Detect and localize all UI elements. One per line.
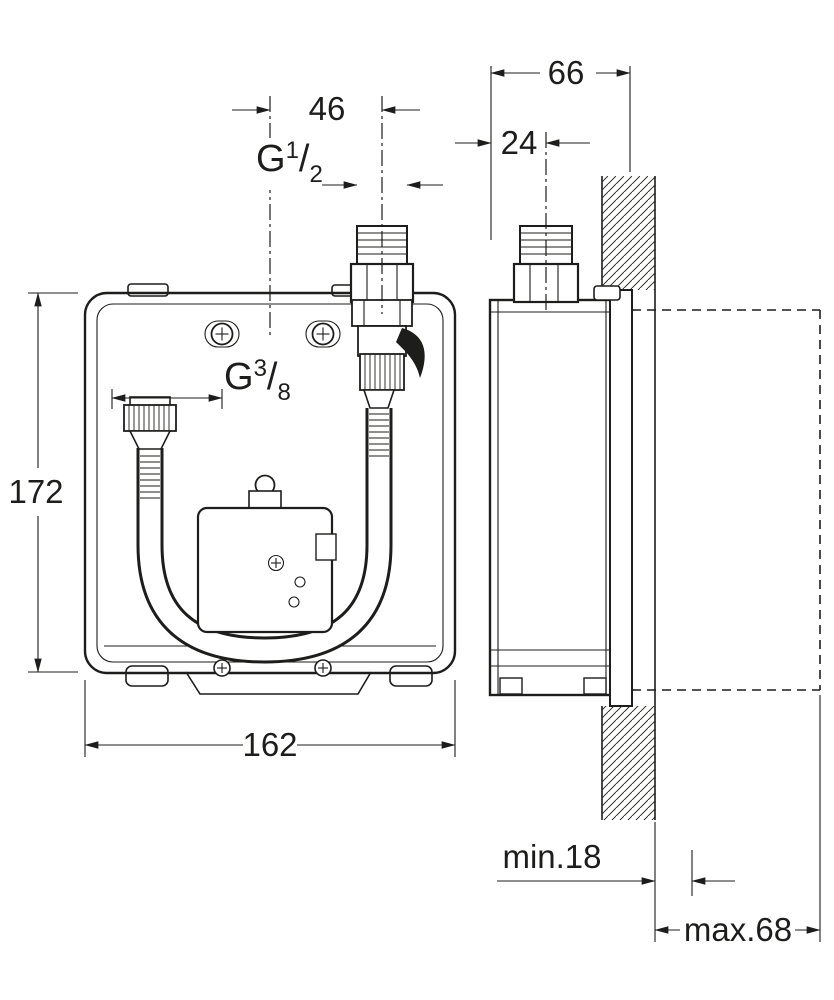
control-unit — [196, 474, 337, 634]
dim-162-label: 162 — [242, 726, 297, 763]
mounting-flange — [609, 289, 633, 707]
mounting-box-side — [488, 285, 633, 707]
valve-taper — [362, 389, 396, 409]
label-mask — [248, 138, 352, 190]
thread-inlet-label: G3/8 — [224, 355, 291, 406]
valve-nut — [359, 353, 405, 391]
clip-bracket — [248, 490, 282, 510]
mounting-screw-top-right — [305, 320, 341, 348]
dim-min-label: min.18 — [502, 838, 601, 875]
bottom-tab-right — [389, 665, 433, 687]
dimension-46: 46 — [232, 90, 420, 127]
dim-46-label: 46 — [309, 90, 346, 127]
dimension-min18: min.18 — [497, 822, 735, 942]
mounting-screw-top-left — [204, 320, 240, 348]
dim-66-label: 66 — [548, 54, 585, 91]
wall-hatch-bottom — [602, 706, 655, 820]
control-detail-hole — [294, 576, 306, 588]
control-screw — [267, 554, 285, 572]
pipe-connection-side — [512, 132, 580, 312]
dimension-g12-thread: G1/2 — [248, 137, 443, 190]
wall-hatch-top — [602, 176, 655, 290]
control-detail-hole — [288, 596, 300, 608]
dimension-162: 162 — [84, 680, 456, 763]
dimension-max68: max.68 — [654, 695, 821, 948]
centerlines — [269, 96, 383, 336]
front-view: 46 G1/2 G3/8 172 — [8, 90, 457, 763]
hose-braid-ticks-right — [369, 413, 389, 457]
hose-braid-ticks-left — [140, 455, 160, 499]
dim-24-label: 24 — [501, 124, 538, 161]
dim-max-label: max.68 — [684, 911, 792, 948]
dim-172-label: 172 — [8, 473, 63, 510]
bottom-bracket — [185, 671, 372, 695]
screw-slot — [204, 320, 240, 348]
bottom-screw-right — [314, 659, 332, 677]
box-body-side — [488, 298, 620, 697]
wall-section — [601, 176, 656, 820]
finished-wall-envelope — [632, 309, 821, 691]
dimension-66: 66 — [490, 54, 631, 240]
thread-top-label: G1/2 — [256, 137, 323, 188]
inlet-nut — [123, 404, 177, 432]
flexible-hose — [136, 408, 393, 664]
dimension-24: 24 — [455, 124, 590, 161]
side-view: 66 24 min.18 max.68 — [455, 54, 821, 948]
control-unit-tab — [315, 533, 337, 561]
retaining-clip-side — [593, 285, 621, 301]
inlet-taper — [128, 430, 172, 450]
dimension-g38-thread: G3/8 — [111, 355, 291, 409]
screw-slot — [305, 320, 341, 348]
top-connection-g12 — [349, 225, 425, 409]
box-foot-right — [583, 677, 607, 695]
bottom-tab-left — [125, 665, 169, 687]
valve-nut-ribs — [364, 354, 401, 390]
control-unit-body — [196, 506, 334, 634]
box-foot-left — [499, 677, 523, 695]
inlet-nut-ribs — [128, 405, 170, 431]
hose-inner — [139, 408, 390, 661]
dimension-172: 172 — [8, 292, 78, 673]
valve-lever — [396, 328, 425, 378]
inlet-connection-g38 — [123, 396, 177, 450]
bottom-screw-left — [213, 659, 231, 677]
